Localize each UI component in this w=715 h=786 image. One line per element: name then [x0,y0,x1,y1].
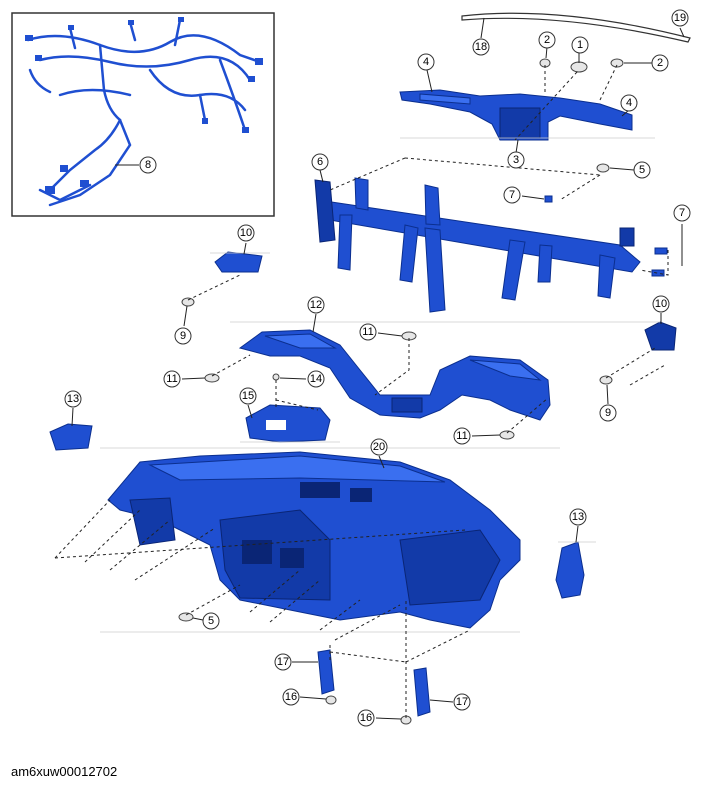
fastener-11-left [204,373,220,383]
callout-11-mid: 11 [359,323,377,341]
callout-14: 14 [307,370,325,388]
svg-text:10: 10 [655,298,667,310]
bracket-10-left [214,251,263,273]
svg-text:17: 17 [277,656,289,668]
callout-9-right: 9 [599,404,617,422]
svg-text:17: 17 [456,696,468,708]
bracket-15-cutout [266,420,286,430]
svg-text:5: 5 [208,615,214,627]
callout-5-lower: 5 [202,612,220,630]
bracket-10-right [644,321,677,351]
assembly-dashed-lines [54,64,669,718]
svg-text:16: 16 [285,691,297,703]
callout-7-pair: 7 [673,204,691,222]
callout-2-left: 2 [538,31,556,49]
callout-20: 20 [370,438,388,456]
air-duct [238,329,551,421]
svg-text:3: 3 [513,154,519,166]
callout-10-right: 10 [652,295,670,313]
svg-text:4: 4 [626,97,632,109]
callout-4-right: 4 [620,94,638,112]
callout-11-left: 11 [163,370,181,388]
svg-text:1: 1 [577,39,583,51]
callout-8: 8 [139,156,157,174]
svg-text:7: 7 [509,189,515,201]
bracket-17-right [413,667,431,717]
svg-text:6: 6 [317,156,323,168]
fastener-5-lower [178,612,194,622]
callout-16-left: 16 [282,688,300,706]
harness-connectors [25,17,263,194]
bolt-16-left [325,695,337,705]
fastener-2-right [610,58,624,68]
callout-3: 3 [507,151,525,169]
svg-text:20: 20 [373,441,385,453]
svg-text:2: 2 [544,34,550,46]
callout-13-left: 13 [64,390,82,408]
svg-text:8: 8 [145,159,151,171]
bracket-15 [245,404,331,443]
svg-text:11: 11 [166,373,177,385]
fastener-11-right [499,430,515,440]
svg-text:4: 4 [423,56,429,68]
fastener-5-upper [596,163,610,173]
bracket-7-small [544,195,553,203]
callout-9-left: 9 [174,327,192,345]
clip-14 [272,373,280,381]
callout-12: 12 [307,296,325,314]
svg-text:16: 16 [360,712,372,724]
callout-10-left: 10 [237,224,255,242]
document-code: am6xuw00012702 [11,764,118,779]
defroster-duct [399,89,633,141]
callout-7-small: 7 [503,186,521,204]
side-panel-13-left [49,423,93,451]
harness-inset-frame [11,12,275,217]
callout-1: 1 [571,36,589,54]
side-panel-13-right [555,541,585,599]
svg-text:12: 12 [310,299,322,311]
callout-19: 19 [671,9,689,27]
callout-17-right: 17 [453,693,471,711]
svg-text:2: 2 [657,57,663,69]
svg-text:9: 9 [180,330,186,342]
wiring-harness [26,18,262,207]
svg-text:5: 5 [639,164,645,176]
fastener-1 [570,61,588,73]
bracket-17-left [317,649,335,695]
svg-text:13: 13 [572,511,584,523]
svg-text:11: 11 [456,430,467,442]
callout-16-right: 16 [357,709,375,727]
callout-5-upper: 5 [633,161,651,179]
svg-text:10: 10 [240,227,252,239]
svg-text:18: 18 [475,41,487,53]
screw-9-left [181,297,195,307]
screw-9-right [599,375,613,385]
callout-13-right: 13 [569,508,587,526]
cross-member [314,177,641,313]
svg-text:7: 7 [679,207,685,219]
callout-18: 18 [472,38,490,56]
callout-17-left: 17 [274,653,292,671]
callout-6: 6 [311,153,329,171]
svg-text:9: 9 [605,407,611,419]
callout-11-right: 11 [453,427,471,445]
callout-4-left: 4 [417,53,435,71]
svg-text:14: 14 [310,373,322,385]
bracket-7-pair [651,247,668,277]
defroster-garnish-strip [461,12,691,43]
svg-text:13: 13 [67,393,79,405]
svg-text:15: 15 [242,390,254,402]
callout-2-right: 2 [651,54,669,72]
svg-text:11: 11 [362,326,373,338]
reference-lines [100,137,660,633]
svg-text:19: 19 [674,12,686,24]
callout-15: 15 [239,387,257,405]
